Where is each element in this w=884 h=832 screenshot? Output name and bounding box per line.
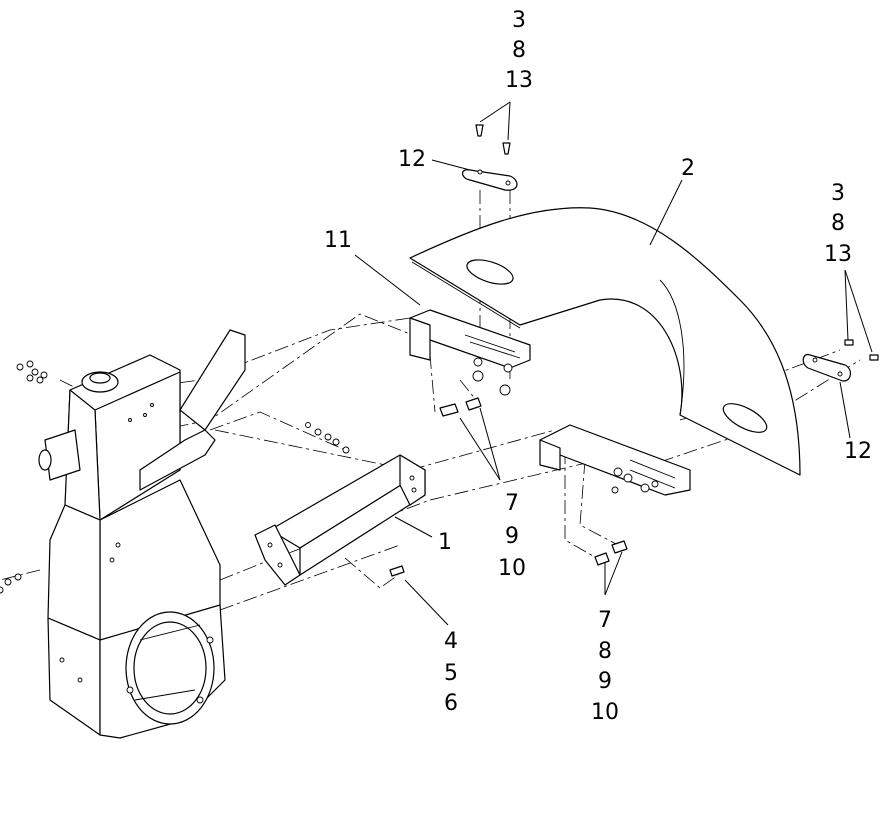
callout-8-right: 8: [831, 211, 845, 236]
part-1-arm-tube: [254, 422, 426, 586]
callout-11: 11: [324, 228, 352, 253]
part-11-bracket: [409, 309, 531, 417]
leader-lines: [354, 101, 873, 626]
lower-bracket: [539, 424, 691, 566]
callout-9-low: 9: [598, 669, 612, 694]
callout-12-right: 12: [844, 439, 872, 464]
callout-9-mid: 9: [505, 524, 519, 549]
frame-hardware: [0, 360, 48, 594]
callout-3-top: 3: [512, 8, 526, 33]
frame-column: [38, 329, 246, 739]
part-12-plate-top: [461, 124, 518, 191]
callout-10-mid: 10: [498, 556, 526, 581]
callout-2: 2: [681, 156, 695, 181]
callout-3-right: 3: [831, 181, 845, 206]
callout-13-top: 13: [505, 68, 533, 93]
callout-1: 1: [438, 530, 452, 555]
callout-7-low: 7: [598, 608, 612, 633]
callout-12-top: 12: [398, 147, 426, 172]
part-2-fender: [409, 207, 801, 476]
callout-8-low: 8: [598, 639, 612, 664]
callout-13-right: 13: [824, 242, 852, 267]
callout-4: 4: [444, 629, 458, 654]
callout-8-top: 8: [512, 38, 526, 63]
callout-5: 5: [444, 661, 458, 686]
callout-10-low: 10: [591, 700, 619, 725]
part-12-plate-right: [802, 339, 879, 382]
callout-7-mid: 7: [505, 491, 519, 516]
callout-labels: 3 8 13 12 2 3 8 13 12 11 7 9 10 1 4 5 6 …: [324, 8, 872, 725]
callout-6: 6: [444, 691, 458, 716]
